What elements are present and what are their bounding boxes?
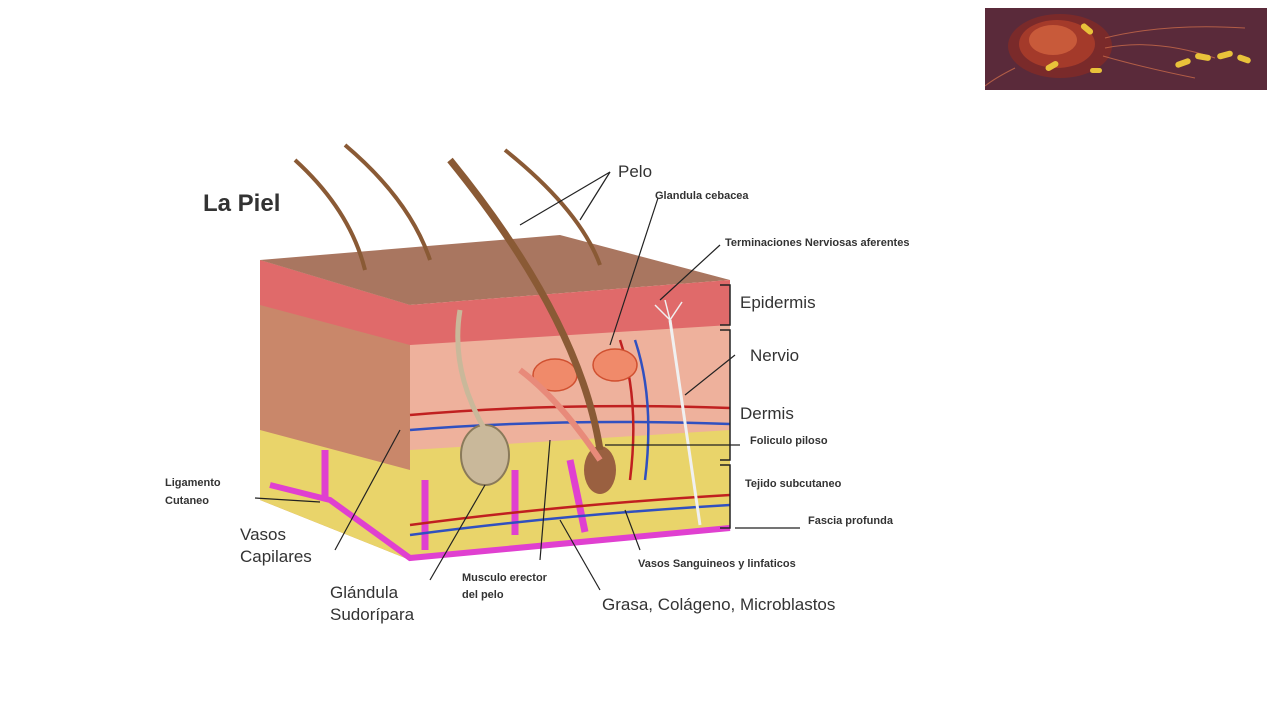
label-grasa-colageno: Grasa, Colágeno, Microblastos bbox=[602, 595, 836, 614]
leader-lines bbox=[254, 171, 800, 591]
label-fascia-profunda: Fascia profunda bbox=[808, 515, 893, 527]
hair-shaft-main bbox=[447, 157, 604, 451]
label-ligamento-cutaneo-2: Cutaneo bbox=[165, 495, 209, 507]
label-vasos-capilares-1: Vasos bbox=[240, 525, 286, 544]
header-thumbnail-image bbox=[984, 8, 1267, 90]
label-musculo-erector-1: Musculo erector bbox=[462, 572, 547, 584]
layer-brackets bbox=[720, 284, 731, 529]
label-nervio: Nervio bbox=[750, 346, 800, 365]
label-pelo: Pelo bbox=[618, 162, 653, 181]
label-glandula-sudoripara-1: Glándula bbox=[330, 583, 399, 602]
label-vasos-sanguineos: Vasos Sanguineos y linfaticos bbox=[638, 558, 796, 570]
label-musculo-erector-2: del pelo bbox=[462, 589, 504, 601]
label-glandula-cebacea: Glandula cebacea bbox=[655, 190, 749, 202]
skin-diagram: La Piel Pelo Glandula cebacea Terminacio… bbox=[160, 140, 990, 640]
skin-cross-section-illustration bbox=[254, 143, 800, 591]
hair-follicle bbox=[584, 446, 616, 494]
label-terminaciones-nerviosas: Terminaciones Nerviosas aferentes bbox=[725, 237, 910, 249]
fascia-line bbox=[269, 482, 731, 562]
label-ligamento-cutaneo-1: Ligamento bbox=[165, 477, 221, 489]
sweat-gland bbox=[460, 424, 510, 486]
diagram-title: La Piel bbox=[203, 190, 281, 217]
label-foliculo-piloso: Foliculo piloso bbox=[750, 435, 828, 447]
epidermis-layer bbox=[410, 280, 730, 345]
label-epidermis: Epidermis bbox=[740, 293, 816, 312]
skin-surface bbox=[260, 235, 730, 305]
label-tejido-subcutaneo: Tejido subcutaneo bbox=[745, 478, 842, 490]
nerve bbox=[668, 319, 702, 526]
label-vasos-capilares-2: Capilares bbox=[240, 547, 312, 566]
bacteria-illustration bbox=[984, 8, 1267, 90]
label-glandula-sudoripara-2: Sudorípara bbox=[330, 605, 415, 624]
label-dermis: Dermis bbox=[740, 404, 794, 423]
